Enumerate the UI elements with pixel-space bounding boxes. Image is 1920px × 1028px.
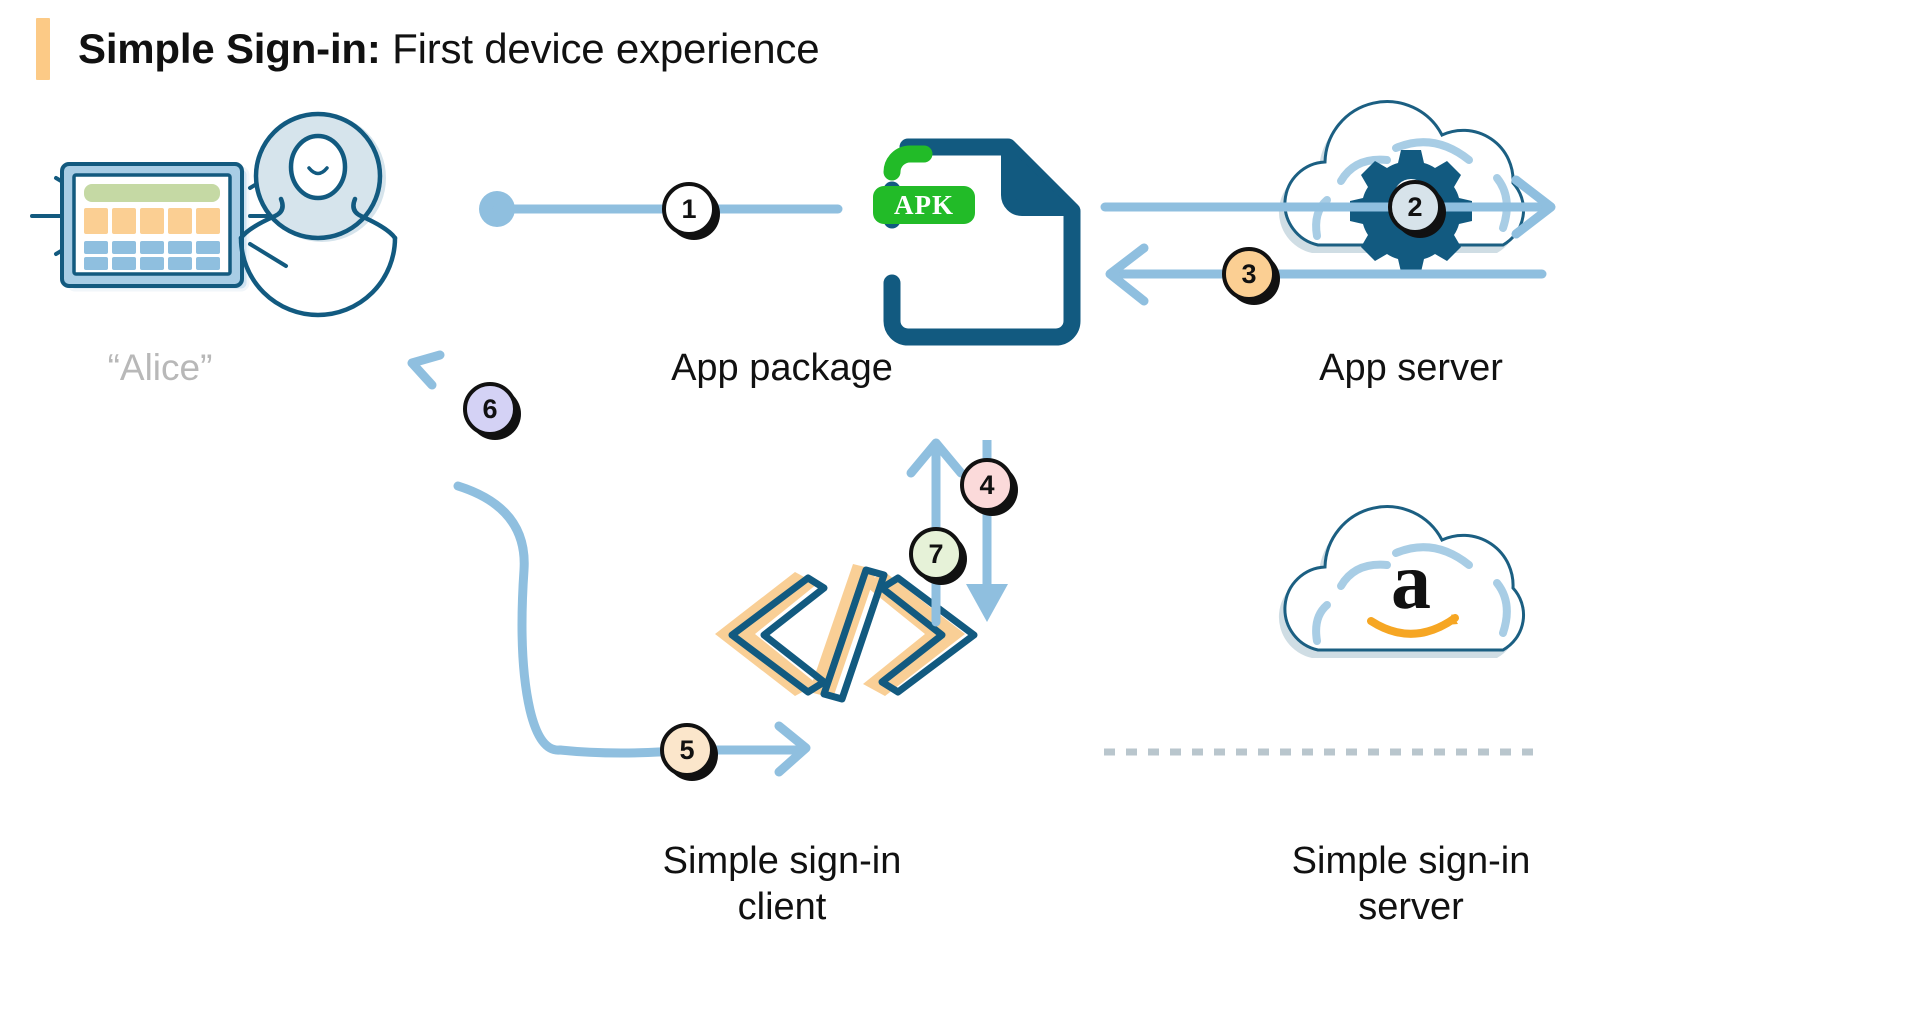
node-label-ssi-server: Simple sign-in server: [1291, 840, 1531, 929]
connector-alice-to-app-package: [479, 191, 843, 227]
node-label-app-server: App server: [1319, 347, 1503, 389]
step-4-badge[interactable]: 4: [960, 458, 1014, 512]
code-brackets-icon: [715, 564, 978, 703]
svg-text:a: a: [1391, 538, 1431, 626]
step-1-badge[interactable]: 1: [662, 182, 716, 236]
node-label-alice: “Alice”: [107, 347, 213, 388]
page-title-bold: Simple Sign-in:: [78, 25, 381, 72]
connector-app-server-to-app-package: [1105, 243, 1547, 306]
page-title: Simple Sign-in: First device experience: [36, 18, 820, 80]
node-label-ssi-client: Simple sign-in client: [662, 840, 902, 929]
step-3-badge[interactable]: 3: [1222, 247, 1276, 301]
title-accent-bar: [36, 18, 50, 80]
apk-badge-label: APK: [894, 189, 954, 220]
tv-and-user-avatar-icon: [30, 111, 398, 318]
step-7-badge[interactable]: 7: [909, 527, 963, 581]
step-2-badge[interactable]: 2: [1388, 180, 1442, 234]
step-5-badge[interactable]: 5: [660, 723, 714, 777]
step-6-badge[interactable]: 6: [463, 382, 517, 436]
page-title-rest: First device experience: [380, 25, 820, 72]
cloud-amazon-icon: a: [1278, 505, 1526, 658]
apk-file-icon: [873, 138, 1081, 346]
page-title-text: Simple Sign-in: First device experience: [78, 25, 820, 73]
node-label-app-package: App package: [671, 347, 893, 389]
connector-app-package-to-app-server: [1100, 175, 1556, 239]
